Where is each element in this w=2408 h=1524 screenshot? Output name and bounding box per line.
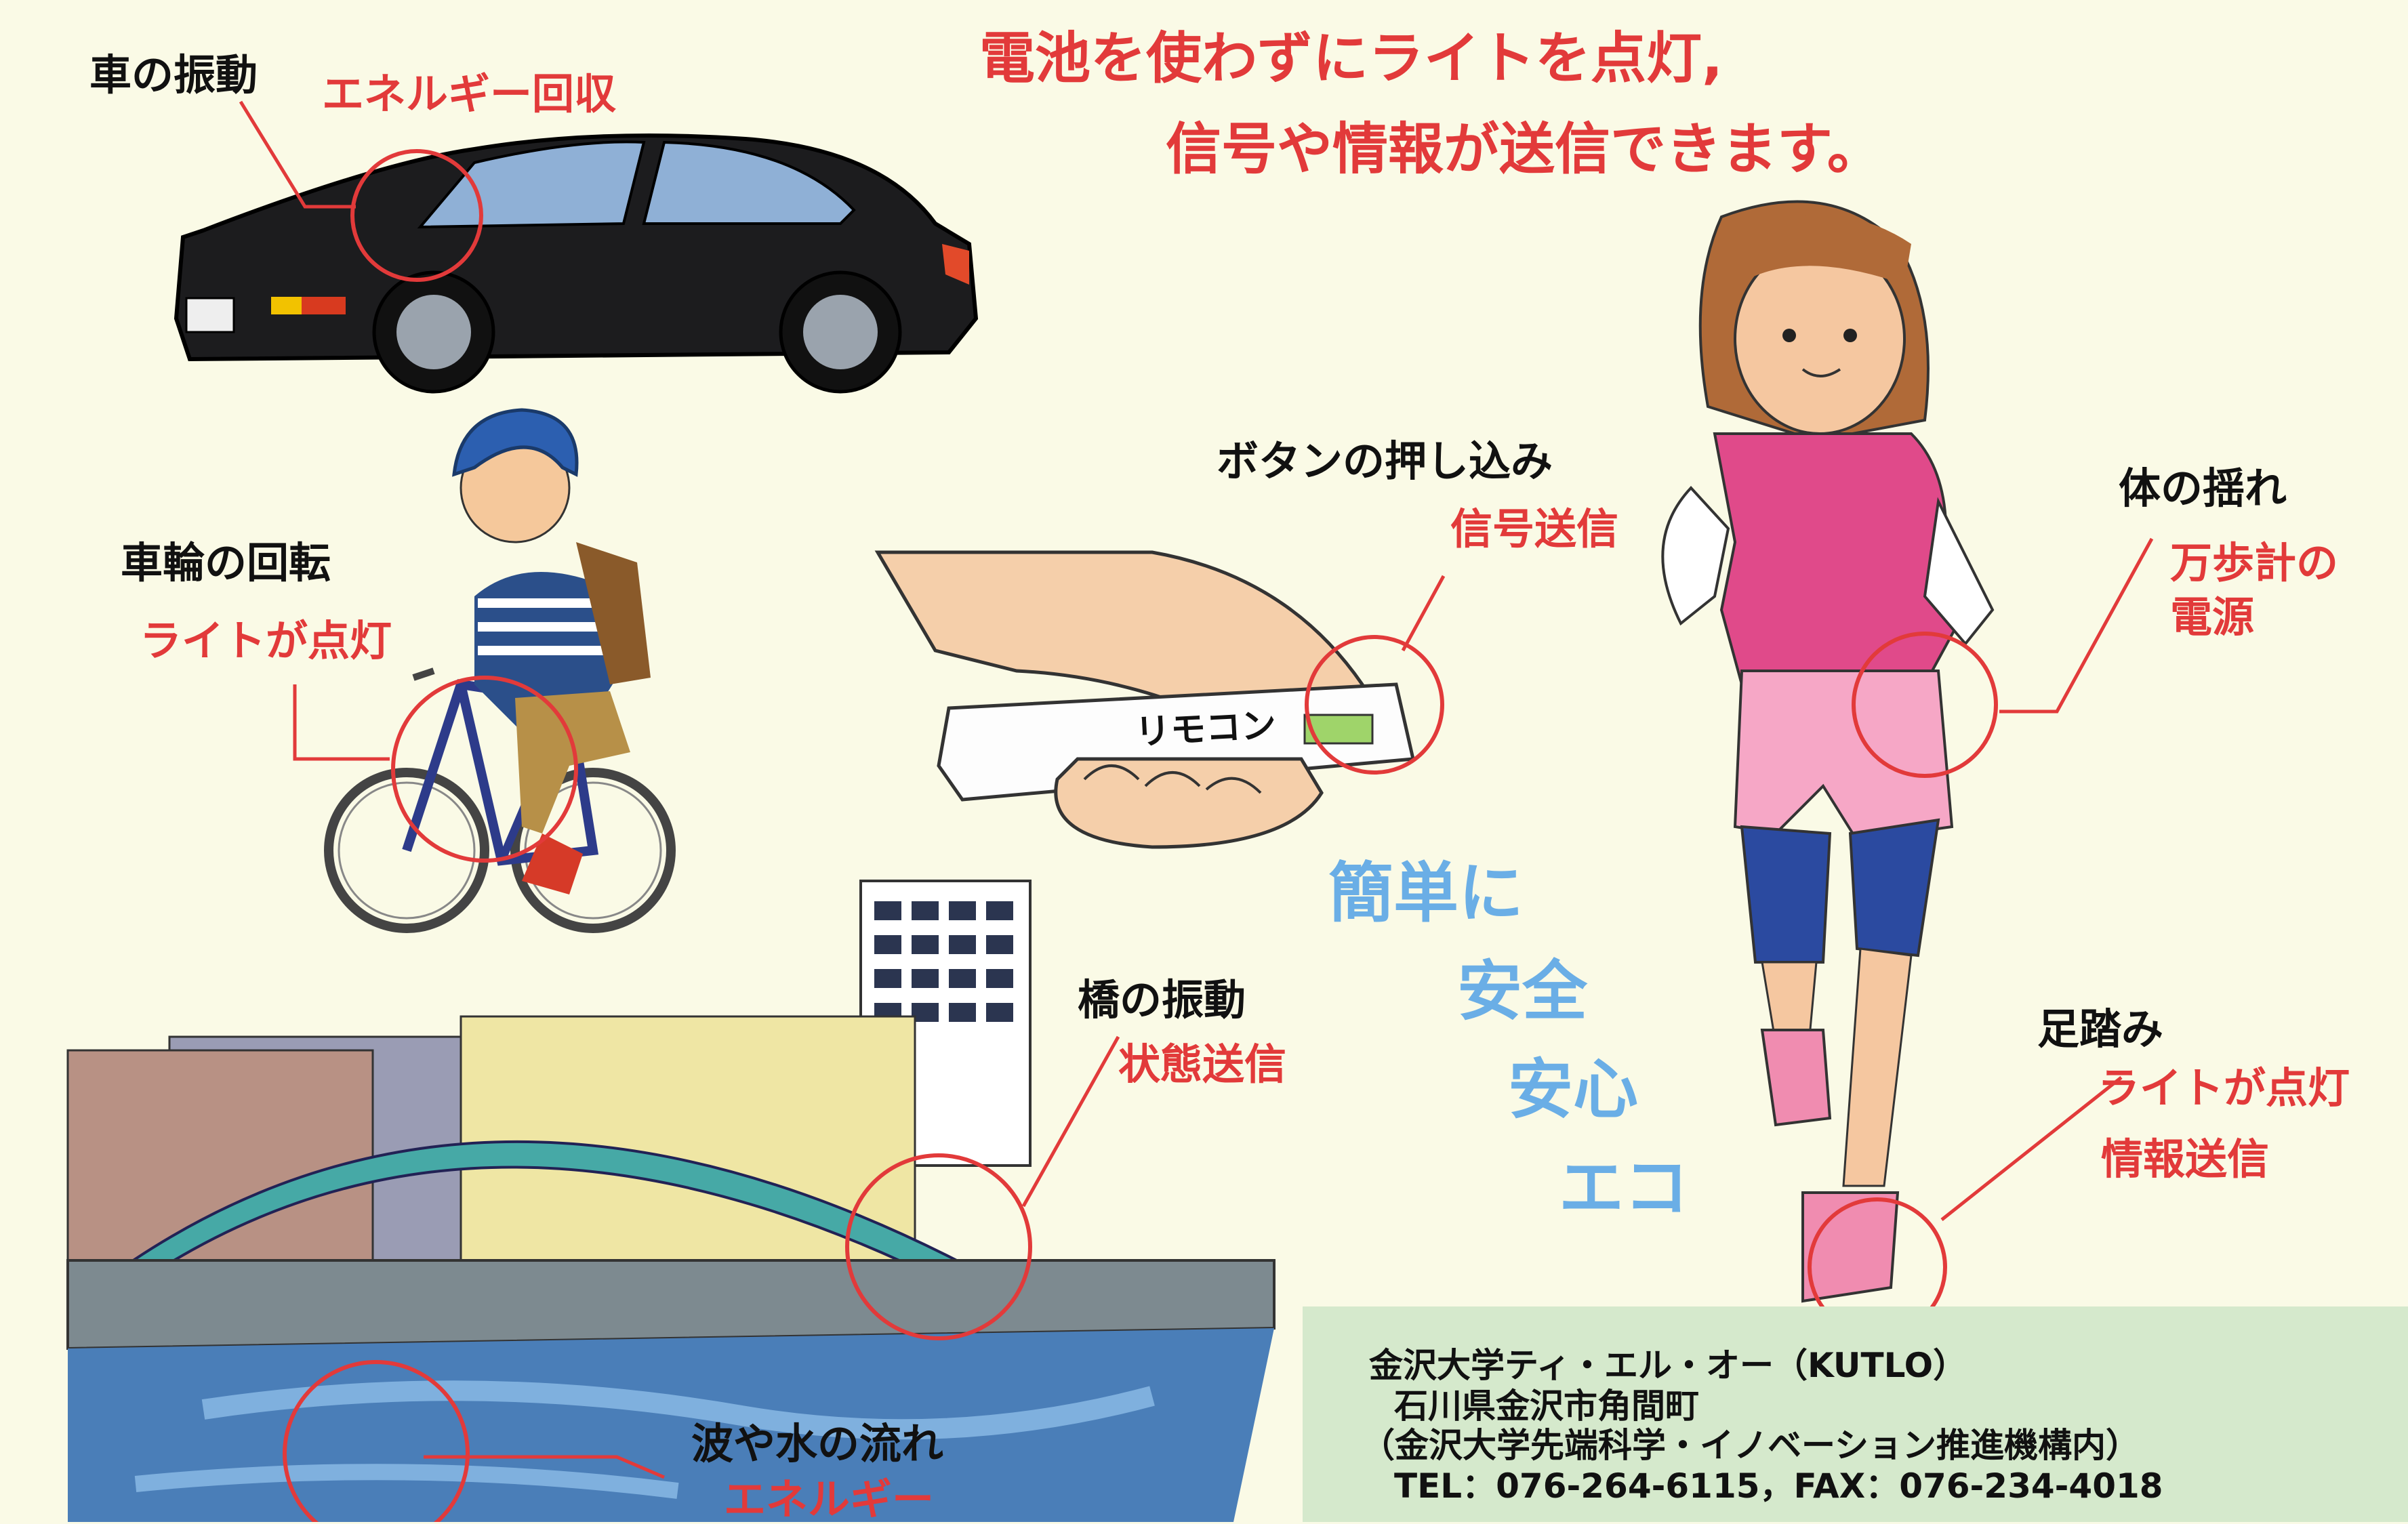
label-light-on-step: ライトが点灯	[2098, 1063, 2350, 1113]
label-car-vibration: 車の振動	[89, 50, 258, 100]
label-info-send: 情報送信	[2101, 1134, 2270, 1184]
contact-address: 石川県金沢市角間町	[1394, 1386, 1699, 1426]
label-signal-send: 信号送信	[1450, 504, 1619, 554]
label-wheel-rotation: 車輪の回転	[121, 538, 331, 588]
bridge-city-illustration	[66, 880, 1276, 1522]
label-energy-wave: エネルギー	[724, 1475, 935, 1524]
label-light-on-bike: ライトが点灯	[140, 616, 392, 665]
contact-org: 金沢大学ティ・エル・オー（KUTLO）	[1369, 1346, 1967, 1385]
label-button-press: ボタンの押し込み	[1217, 436, 1553, 486]
label-footstep: 足踏み	[2037, 1004, 2164, 1054]
remote-label: リモコン	[1134, 705, 1278, 754]
label-status-send: 状態送信	[1118, 1039, 1287, 1089]
slogan-easy: 簡単に	[1328, 855, 1524, 931]
label-pedometer-2: 電源	[2170, 592, 2255, 642]
headline-line-2: 信号や情報が送信できます。	[1166, 117, 1883, 182]
headline-line-1: 電池を使わずにライトを点灯,	[979, 26, 1723, 91]
label-energy-recovery: エネルギー回収	[322, 69, 617, 119]
label-wave-flow: 波や水の流れ	[691, 1419, 944, 1468]
runner-illustration	[1661, 200, 1995, 1303]
slogan-eco: エコ	[1559, 1150, 1689, 1226]
label-pedometer-1: 万歩計の	[2170, 538, 2339, 588]
label-body-sway: 体の揺れ	[2119, 464, 2287, 513]
contact-info-box: 金沢大学ティ・エル・オー（KUTLO） 石川県金沢市角間町 （金沢大学先端科学・…	[1303, 1306, 2408, 1522]
contact-note: （金沢大学先端科学・イノベーション推進機構内）	[1361, 1426, 2140, 1465]
car-illustration	[174, 133, 979, 394]
remote-hand-illustration	[874, 550, 1416, 849]
slogan-secure: 安心	[1508, 1052, 1638, 1128]
contact-phone: TEL：076-264-6115，FAX：076-234-4018	[1394, 1466, 2163, 1506]
cyclist-illustration	[324, 408, 676, 933]
slogan-safe: 安全	[1457, 953, 1587, 1029]
label-bridge-vibration: 橋の振動	[1078, 975, 1246, 1025]
